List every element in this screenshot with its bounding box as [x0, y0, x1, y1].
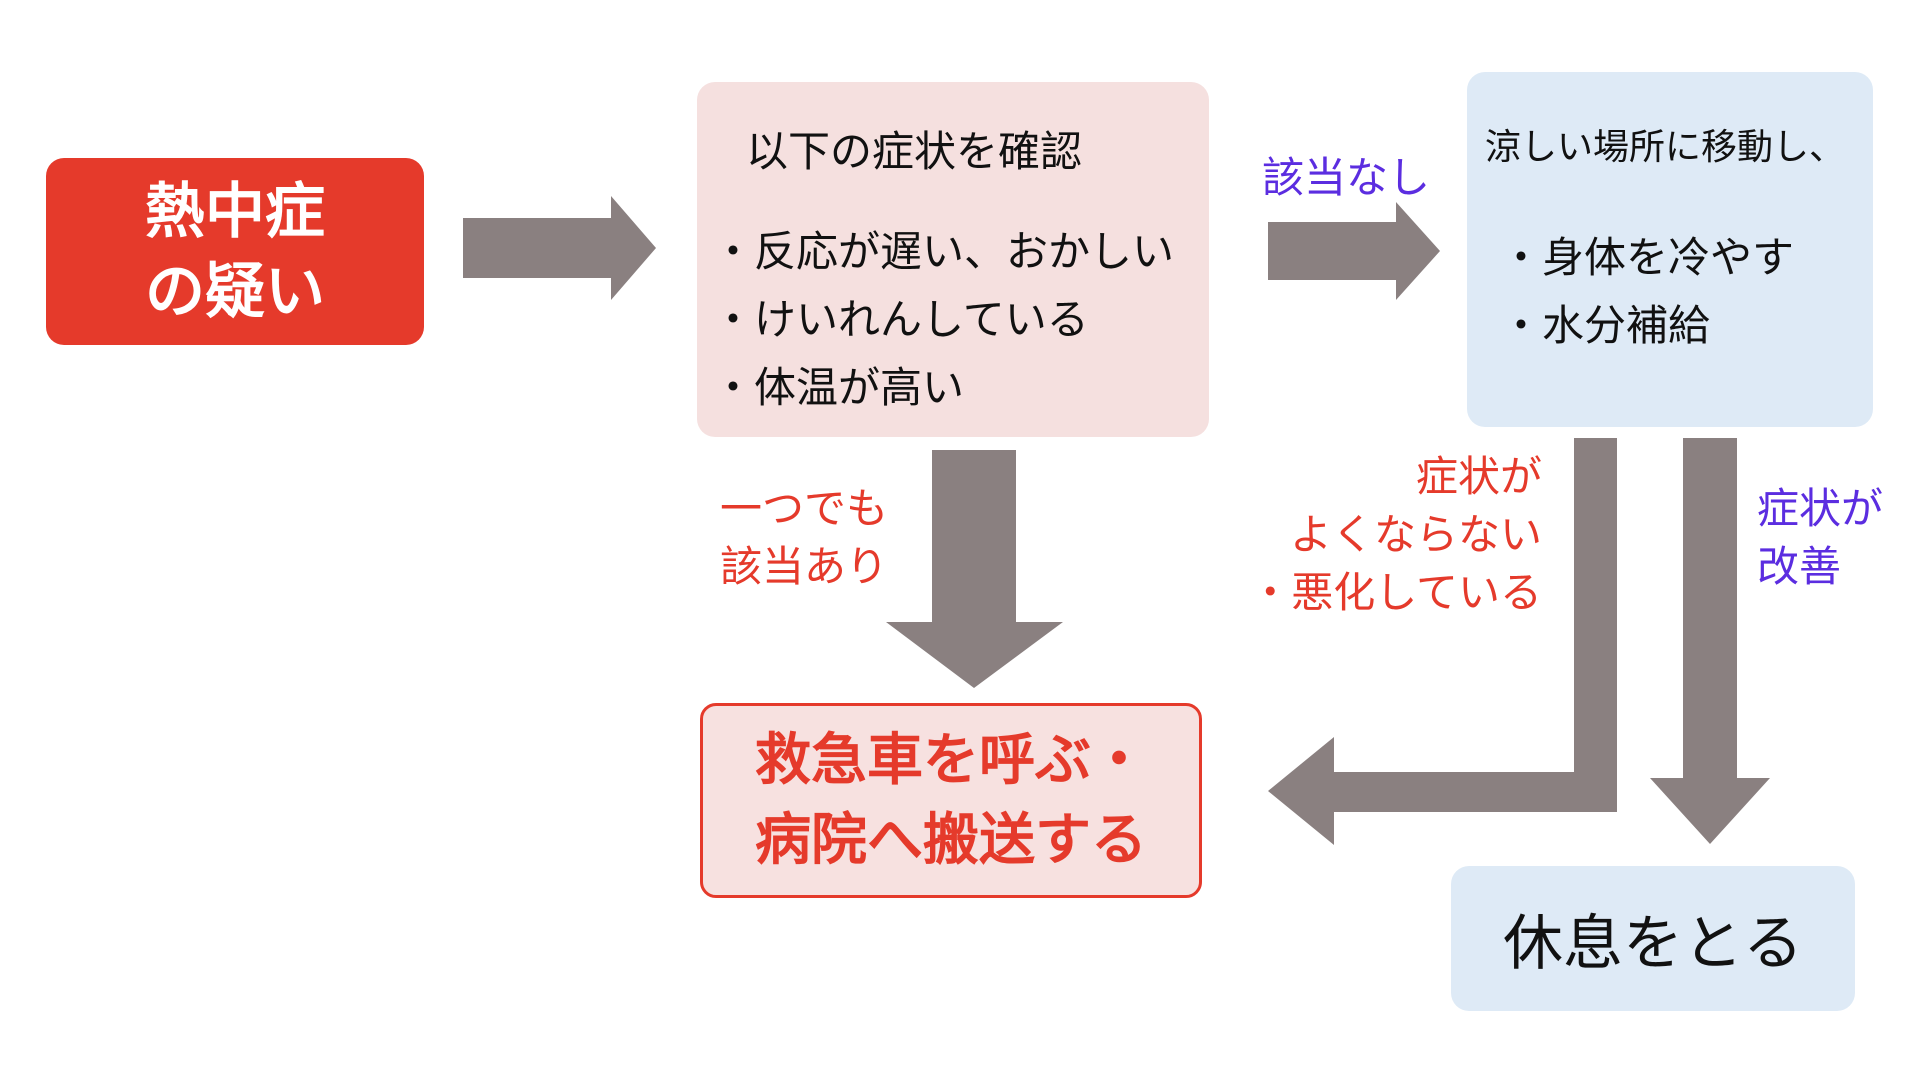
arrow-cool-to-rest: [1650, 438, 1770, 844]
start-node-label: 熱中症 の疑い: [46, 158, 424, 345]
start-line1: 熱中症: [145, 176, 325, 247]
rest-node: [1451, 866, 1855, 1011]
emergency-line1: 救急車を呼ぶ・: [755, 727, 1147, 793]
label-any-line2: 該当あり: [720, 542, 889, 591]
cool-down-item: ・水分補給: [1500, 301, 1711, 350]
label-worse-line1: 症状が: [1415, 452, 1542, 501]
arrow-check-to-cool: [1268, 202, 1440, 300]
label-worse-line2: よくならない: [1289, 510, 1542, 559]
rest-node-label: 休息をとる: [1503, 909, 1803, 979]
label-any-line1: 一つでも: [720, 484, 889, 533]
cool-down-item: ・身体を冷やす: [1500, 233, 1795, 282]
label-improved: 症状が 改善: [1757, 480, 1883, 596]
label-any: 一つでも 該当あり: [720, 480, 888, 596]
arrow-start-to-check: [463, 196, 656, 300]
check-item: ・体温が高い: [712, 363, 965, 412]
check-symptoms-title: 以下の症状を確認: [746, 127, 1083, 176]
start-line2: の疑い: [145, 256, 325, 327]
cool-down-node: [1467, 72, 1873, 427]
label-worse: 症状が よくならない ・悪化している: [1240, 448, 1542, 622]
arrow-check-to-emergency-visible: [886, 450, 1063, 688]
start-node: [46, 158, 424, 345]
check-item: ・反応が遅い、おかしい: [712, 227, 1175, 276]
label-improved-line2: 改善: [1757, 542, 1842, 591]
label-worse-line3: ・悪化している: [1249, 568, 1542, 617]
cool-down-title: 涼しい場所に移動し、: [1485, 127, 1846, 168]
check-symptoms-node: [697, 82, 1209, 437]
label-improved-line1: 症状が: [1757, 484, 1884, 533]
emergency-node-label: 救急車を呼ぶ・ 病院へ搬送する: [700, 703, 1202, 898]
emergency-line2: 病院へ搬送する: [755, 807, 1147, 873]
label-none: 該当なし: [1262, 153, 1431, 202]
arrow-cool-to-emergency: [1268, 438, 1617, 845]
emergency-node: [700, 703, 1202, 898]
check-item: ・けいれんしている: [712, 295, 1089, 344]
